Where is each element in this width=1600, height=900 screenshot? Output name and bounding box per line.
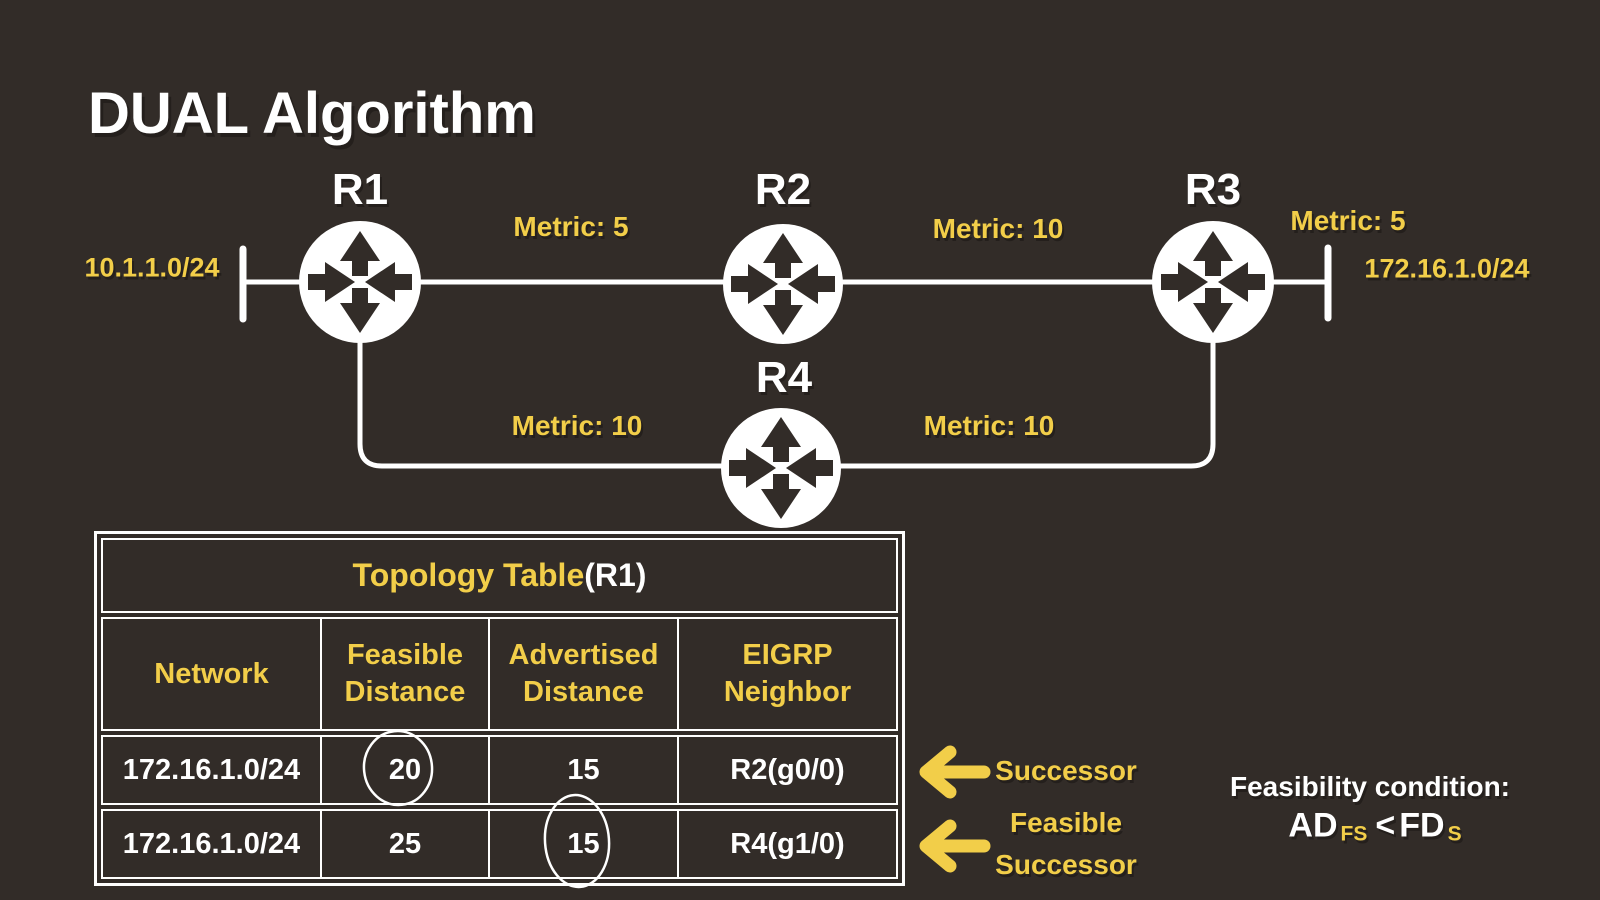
feasibility-heading: Feasibility condition: xyxy=(1229,771,1511,802)
page-title: DUAL Algorithm xyxy=(88,81,536,146)
feasible-successor-line2: Successor xyxy=(995,849,1137,880)
successor-arrow-icon xyxy=(919,745,991,799)
feasible-successor-arrow-icon xyxy=(919,819,991,873)
formula-fd-subscript: S xyxy=(1447,822,1462,846)
table-row: 172.16.1.0/24 25 15 R4(g1/0) xyxy=(101,809,898,879)
metric-label-r1-r4: Metric: 10 xyxy=(511,410,643,441)
router-label-r4: R4 xyxy=(755,353,813,402)
cell-advertised-distance: 15 xyxy=(488,811,677,877)
table-title-suffix: (R1) xyxy=(584,557,647,593)
topology-table: Topology Table(R1) Network Feasible Dist… xyxy=(94,531,905,886)
router-icon-r4 xyxy=(721,408,841,528)
metric-label-r1-r2: Metric: 5 xyxy=(513,211,629,242)
cell-network: 172.16.1.0/24 xyxy=(122,827,301,860)
network-label-right: 172.16.1.0/24 xyxy=(1364,253,1530,284)
router-icon-r2 xyxy=(723,224,843,344)
router-label-r2: R2 xyxy=(754,165,812,214)
cell-advertised-distance: 15 xyxy=(488,737,677,803)
network-label-left: 10.1.1.0/24 xyxy=(84,252,220,283)
formula-ad-subscript: FS xyxy=(1340,822,1368,846)
cell-eigrp-neighbor: R2(g0/0) xyxy=(677,737,896,803)
table-title: Topology Table(R1) xyxy=(101,538,898,613)
feasibility-formula: AD FS < FD S xyxy=(1288,807,1465,846)
cell-eigrp-neighbor: R4(g1/0) xyxy=(677,811,896,877)
table-row: 172.16.1.0/24 20 15 R2(g0/0) xyxy=(101,735,898,805)
table-header-row: Network Feasible Distance Advertised Dis… xyxy=(101,617,898,731)
feasible-successor-line1: Feasible xyxy=(1009,807,1123,838)
formula-operator: < xyxy=(1375,806,1396,845)
feasible-successor-label: Feasible Successor xyxy=(995,802,1137,886)
metric-label-r2-r3: Metric: 10 xyxy=(932,213,1064,244)
cell-feasible-distance: 20 xyxy=(320,737,488,803)
column-header-feasible-distance: Feasible Distance xyxy=(320,619,488,729)
formula-ad: AD xyxy=(1288,806,1338,845)
router-icon-r1 xyxy=(299,221,421,343)
router-label-r1: R1 xyxy=(331,165,389,214)
router-label-r3: R3 xyxy=(1184,165,1242,214)
column-header-eigrp-neighbor: EIGRP Neighbor xyxy=(677,619,896,729)
cell-network: 172.16.1.0/24 xyxy=(122,753,301,786)
successor-label: Successor xyxy=(995,755,1137,786)
table-title-main: Topology Table xyxy=(352,557,585,593)
column-header-advertised-distance: Advertised Distance xyxy=(488,619,677,729)
column-header-network: Network xyxy=(154,657,269,690)
metric-label-r3-network: Metric: 5 xyxy=(1290,205,1406,236)
router-icon-r3 xyxy=(1152,221,1274,343)
cell-feasible-distance: 25 xyxy=(320,811,488,877)
metric-label-r4-r3: Metric: 10 xyxy=(923,410,1055,441)
formula-fd: FD xyxy=(1399,806,1445,845)
